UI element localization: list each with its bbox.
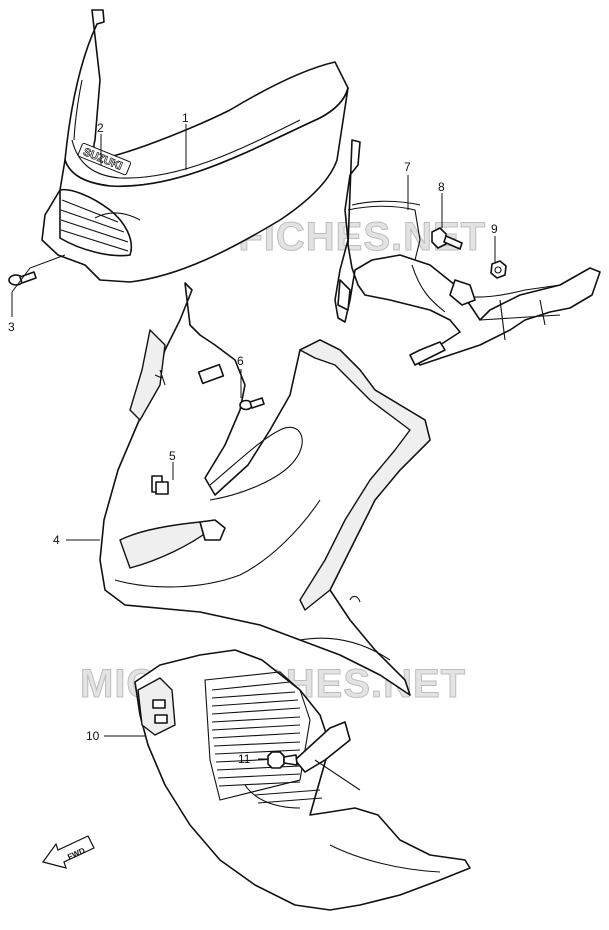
leg-shield [99,282,431,696]
front-cover-upper: SUZUKI [41,9,349,283]
callout-7: 7 [404,160,411,174]
callout-11: 11 [238,752,251,766]
callout-2: 2 [97,121,104,135]
callout-9: 9 [491,222,498,236]
callout-1: 1 [182,111,189,125]
screw-part-6 [239,397,265,411]
leader-3 [11,254,66,317]
callout-5: 5 [169,449,176,463]
clip-part-5 [155,481,169,495]
callout-3: 3 [8,320,15,334]
callout-8: 8 [438,180,445,194]
callout-6: 6 [237,354,244,368]
nut-part-9 [490,260,507,279]
bolt-part-8 [431,227,463,250]
lower-cover [134,649,471,911]
front-grille [59,188,141,257]
screw-part-11 [267,751,298,769]
callout-4: 4 [53,533,60,547]
fwd-arrow-icon: FWD [42,835,95,869]
callout-10: 10 [86,729,100,743]
frame-bracket [334,139,601,366]
